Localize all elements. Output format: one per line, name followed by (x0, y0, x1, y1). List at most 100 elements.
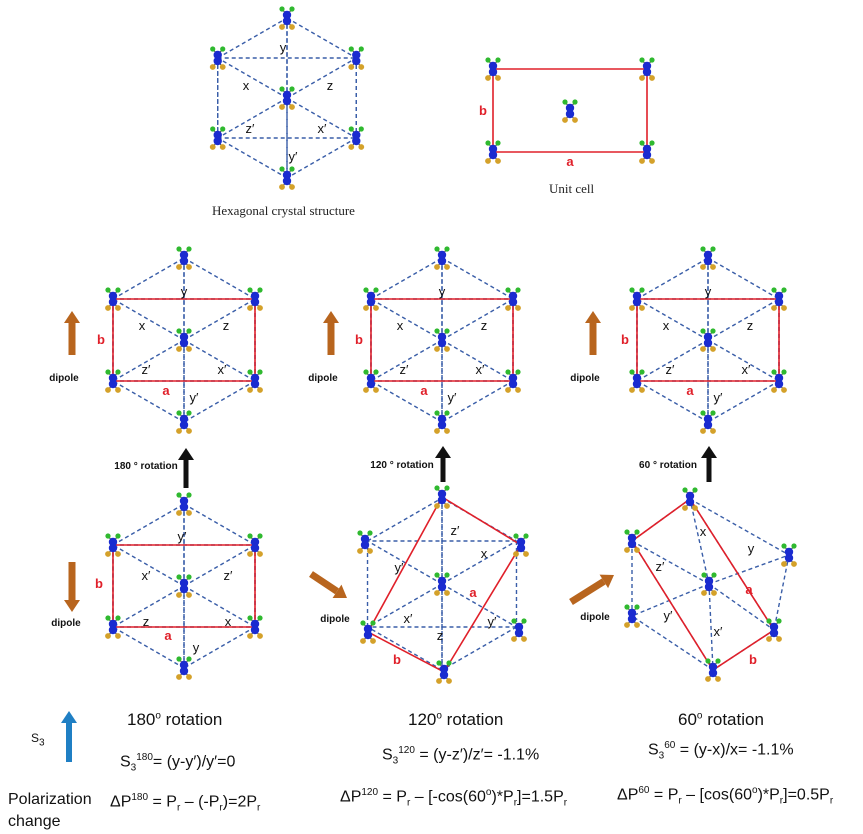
hex-spoke (367, 583, 443, 628)
carbon-atom (282, 170, 292, 180)
carbon-atom (179, 578, 189, 588)
label-y-prime: y′ (178, 529, 188, 544)
carbon-atom (508, 291, 518, 301)
dipole-arrow-down-head (64, 600, 80, 612)
molecule (629, 369, 645, 393)
carbon-atom (437, 582, 447, 592)
unit-cell-a: a (566, 154, 574, 169)
hydrogen-atom (572, 99, 578, 105)
carbon-atom (769, 628, 779, 638)
hydrogen-atom (373, 369, 379, 375)
hydrogen-atom (634, 604, 640, 610)
carbon-atom (179, 420, 189, 430)
dipole-arrow-diag-head (332, 584, 347, 598)
carbon-atom (703, 332, 713, 342)
hex-spoke (636, 298, 709, 341)
hex-spoke (441, 583, 517, 628)
molecule (705, 658, 721, 682)
carbon-atom (703, 256, 713, 266)
rotation-180-title: 180o rotation (127, 710, 223, 729)
carbon-atom (360, 534, 370, 544)
hex-edge (217, 137, 288, 179)
hex-edge (367, 497, 443, 542)
carbon-atom (703, 338, 713, 348)
label-x-prime: x′ (142, 568, 152, 583)
cell-b: b (355, 332, 363, 347)
molecule (562, 99, 578, 123)
halogen-atom (562, 117, 568, 123)
carbon-atom (784, 553, 794, 563)
molecule (436, 660, 452, 684)
label-x-prime: x′ (476, 362, 486, 377)
molecule (363, 369, 379, 393)
halogen-atom (105, 633, 111, 639)
carbon-atom (642, 150, 652, 160)
hydrogen-atom (257, 369, 263, 375)
halogen-atom (358, 144, 365, 150)
hex-spoke (708, 583, 775, 631)
halogen-atom (348, 144, 355, 150)
rotation-arrow-head (178, 448, 194, 460)
molecule (348, 46, 365, 70)
label-z: z (223, 318, 230, 333)
halogen-atom (348, 64, 355, 70)
hydrogen-atom (176, 656, 182, 662)
carbon-atom (704, 582, 714, 592)
hydrogen-atom (485, 57, 491, 63)
carbon-atom (703, 250, 713, 260)
carbon-atom (108, 297, 118, 307)
halogen-atom (176, 674, 182, 680)
carbon-atom (632, 291, 642, 301)
molecule (176, 656, 192, 680)
hydrogen-atom (700, 410, 706, 416)
label-x-prime: x′ (404, 611, 414, 626)
unit-cell-caption: Unit cell (549, 181, 595, 196)
hex-edge (631, 615, 714, 671)
molecule (247, 533, 263, 557)
carbon-atom (282, 96, 292, 106)
carbon-atom (366, 379, 376, 389)
halogen-atom (649, 75, 655, 81)
carbon-atom (282, 10, 292, 20)
molecule (247, 369, 263, 393)
label-y: y (193, 640, 200, 655)
molecule (505, 369, 521, 393)
hydrogen-atom (279, 6, 285, 12)
hydrogen-atom (776, 618, 782, 624)
hex-spoke (183, 298, 256, 341)
hex-edge (773, 554, 790, 631)
carbon-atom (774, 373, 784, 383)
halogen-atom (705, 676, 711, 682)
halogen-atom (511, 636, 517, 642)
carbon-atom (213, 130, 222, 140)
carbon-atom (704, 576, 714, 586)
halogen-atom (289, 104, 295, 110)
halogen-atom (700, 346, 706, 352)
carbon-atom (685, 497, 695, 507)
hydrogen-atom (279, 86, 285, 92)
hydrogen-atom (115, 287, 121, 293)
hydrogen-atom (115, 533, 121, 539)
hydrogen-atom (434, 410, 440, 416)
hydrogen-atom (771, 369, 777, 375)
halogen-atom (105, 387, 111, 393)
halogen-atom (186, 510, 192, 516)
carbon-atom (250, 619, 260, 629)
hydrogen-atom (257, 615, 263, 621)
hydrogen-atom (629, 287, 635, 293)
hydrogen-atom (444, 328, 450, 334)
carbon-atom (632, 297, 642, 307)
hex-edge (286, 137, 357, 179)
halogen-atom (572, 117, 578, 123)
dipole-arrow-diag (569, 578, 606, 605)
halogen-atom (781, 561, 787, 567)
label-z: z (481, 318, 488, 333)
molecule (624, 604, 640, 628)
halogen-atom (360, 638, 366, 644)
hydrogen-atom (521, 618, 527, 624)
halogen-atom (209, 144, 216, 150)
molecule (360, 620, 376, 644)
dipole-arrow-up-head (585, 311, 601, 323)
label-y: y (439, 284, 446, 299)
halogen-atom (639, 305, 645, 311)
